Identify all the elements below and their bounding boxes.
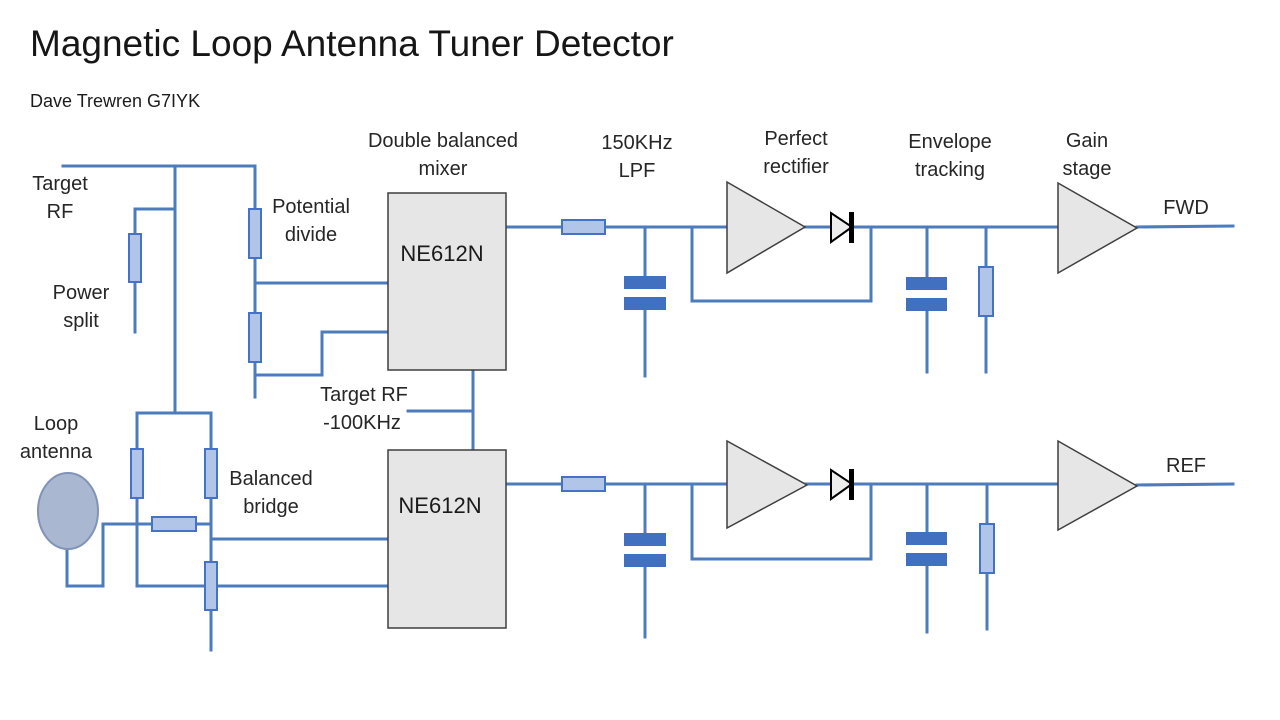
capacitor-env-fwd-plate2 xyxy=(906,298,947,311)
resistor-divider-lower xyxy=(248,312,262,363)
capacitor-env-ref-plate2 xyxy=(906,553,947,566)
label-rectifier-line1: Perfect xyxy=(764,128,828,150)
label-balanced-bridge-line2: bridge xyxy=(243,496,299,518)
loop-antenna-symbol xyxy=(37,472,99,550)
capacitor-lpf-ref-plate2 xyxy=(624,554,666,567)
opamp-rectifier-fwd xyxy=(726,180,807,275)
page-title: Magnetic Loop Antenna Tuner Detector xyxy=(30,23,674,64)
resistor-bridge-mid xyxy=(151,516,197,532)
diode-ref xyxy=(830,468,854,501)
label-potential-divide-line2: divide xyxy=(285,224,337,246)
label-balanced-bridge: Balanced bridge xyxy=(229,468,312,518)
label-power-split: Power split xyxy=(53,282,110,332)
label-loop-antenna-line1: Loop xyxy=(34,413,79,435)
capacitor-env-ref-plate1 xyxy=(906,532,947,545)
label-if-frequency: Target RF -100KHz xyxy=(320,384,408,434)
wire-mixer1-input-b xyxy=(253,330,390,377)
opamp-gain-ref xyxy=(1057,439,1139,532)
label-perfect-rectifier: Perfect rectifier xyxy=(763,128,829,178)
label-fwd-output: FWD xyxy=(1163,197,1209,219)
mixer2-block xyxy=(387,449,507,629)
capacitor-lpf-ref-plate1 xyxy=(624,533,666,546)
author-line: Dave Trewren G7IYK xyxy=(30,91,200,111)
mixer1-part-number: NE612N xyxy=(400,241,483,266)
capacitor-lpf-fwd-plate2 xyxy=(624,297,666,310)
diode-fwd xyxy=(830,211,854,244)
label-target-rf-line1: Target xyxy=(32,173,88,195)
label-gain-stage: Gain stage xyxy=(1063,130,1112,180)
inter-mixer-wires xyxy=(406,368,475,452)
bridge-wires xyxy=(65,411,390,652)
diode-ref-cathode-bar xyxy=(849,469,854,500)
label-if-line2: -100KHz xyxy=(323,412,401,434)
resistor-lpf-ref xyxy=(561,476,606,492)
label-loop-antenna-line2: antenna xyxy=(20,441,93,463)
label-lpf-line1: 150KHz xyxy=(601,132,672,154)
label-rectifier-line2: rectifier xyxy=(763,156,829,178)
label-power-split-line1: Power xyxy=(53,282,110,304)
label-envelope-tracking: Envelope tracking xyxy=(908,131,991,181)
label-double-balanced-mixer: Double balanced mixer xyxy=(368,130,518,180)
label-gain-line2: stage xyxy=(1063,158,1112,180)
label-power-split-line2: split xyxy=(63,310,99,332)
resistors xyxy=(128,208,995,611)
label-mixer-line2: mixer xyxy=(419,158,468,180)
label-potential-divide: Potential divide xyxy=(272,196,350,246)
fwd-chain-wires xyxy=(504,224,1235,378)
resistor-envelope-ref xyxy=(979,523,995,574)
label-ref-output: REF xyxy=(1166,455,1206,477)
ref-chain-wires xyxy=(504,482,1235,639)
label-balanced-bridge-line1: Balanced xyxy=(229,468,312,490)
label-gain-line1: Gain xyxy=(1066,130,1108,152)
label-target-rf-line2: RF xyxy=(47,201,74,223)
mixer1-block xyxy=(387,192,507,371)
wire-fwd-output xyxy=(1135,224,1235,229)
mixer-blocks: NE612N NE612N xyxy=(387,192,507,629)
resistor-bridge-right xyxy=(204,448,218,499)
label-potential-divide-line1: Potential xyxy=(272,196,350,218)
label-envelope-line2: tracking xyxy=(915,159,985,181)
resistor-lpf-fwd xyxy=(561,219,606,235)
label-target-rf: Target RF xyxy=(32,173,88,223)
wire-ref-feedback xyxy=(690,482,873,561)
resistor-bridge-bottom xyxy=(204,561,218,611)
label-lpf: 150KHz LPF xyxy=(601,132,672,182)
mixer2-part-number: NE612N xyxy=(398,493,481,518)
wire-antenna-link xyxy=(65,522,105,588)
amplifiers xyxy=(726,180,1139,532)
opamp-rectifier-ref xyxy=(726,439,809,530)
wire-fwd-feedback xyxy=(690,225,873,303)
label-lpf-line2: LPF xyxy=(619,160,656,182)
label-envelope-line1: Envelope xyxy=(908,131,991,153)
diodes xyxy=(830,211,854,501)
resistor-power-split xyxy=(128,233,142,283)
resistor-envelope-fwd xyxy=(978,266,994,317)
capacitor-lpf-fwd-plate1 xyxy=(624,276,666,289)
label-if-line1: Target RF xyxy=(320,384,408,406)
resistor-bridge-left xyxy=(130,448,144,499)
diode-fwd-cathode-bar xyxy=(849,212,854,243)
resistor-divider-upper xyxy=(248,208,262,259)
wire-ref-output xyxy=(1135,482,1235,487)
input-network-wires xyxy=(61,164,390,415)
capacitors xyxy=(624,276,947,567)
opamp-gain-fwd xyxy=(1057,181,1139,275)
capacitor-env-fwd-plate1 xyxy=(906,277,947,290)
label-mixer-line1: Double balanced xyxy=(368,130,518,152)
label-loop-antenna: Loop antenna xyxy=(20,413,93,463)
